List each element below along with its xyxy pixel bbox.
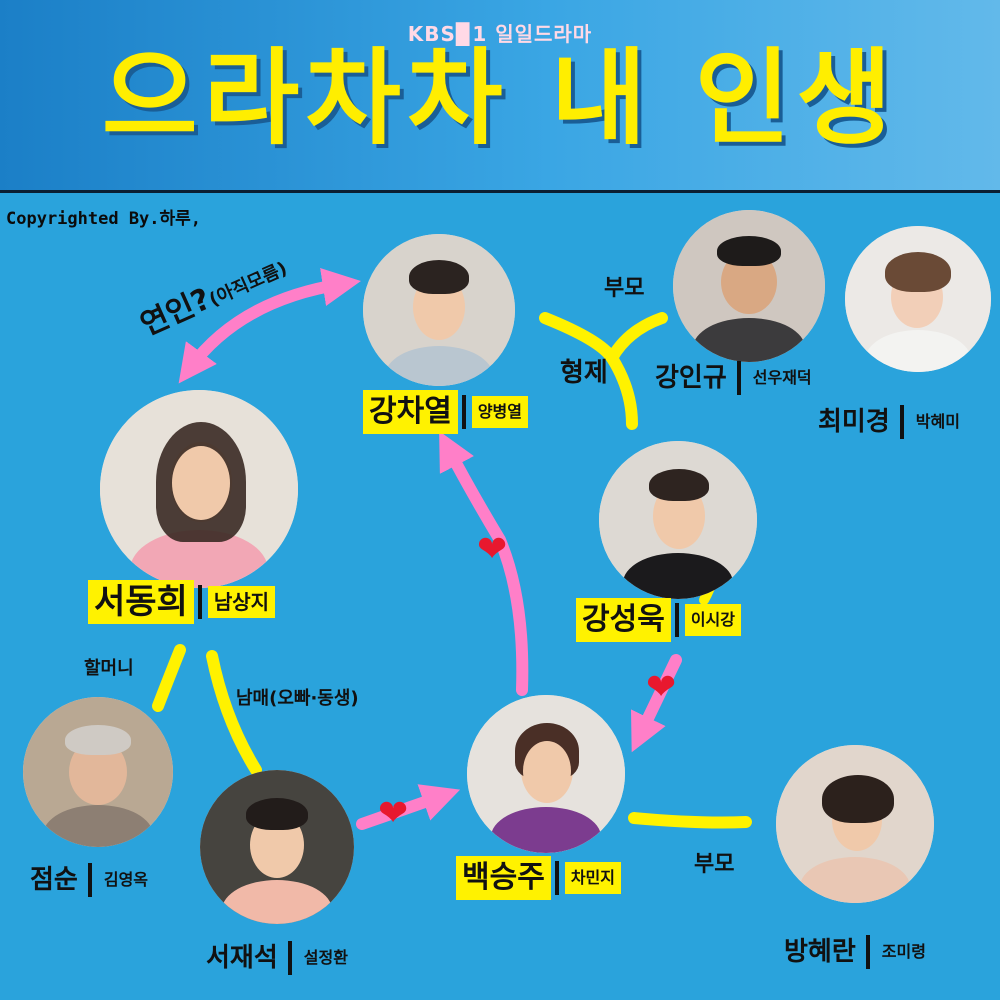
kang-chayeol-label: 강차열 양병열 [363,390,528,434]
heart-icon: ❤ [646,667,677,708]
grandmother-label: 할머니 [84,658,134,679]
network-label: KBS▉1 일일드라마 [407,22,593,46]
actor-name: 설정환 [303,948,348,967]
choi-migyeong-photo [845,226,991,372]
kang-ingyu-label: 강인규 선우재덕 [655,356,818,400]
kang-ingyu-photo [673,210,825,362]
header-divider [0,190,1000,193]
lover-arrow [178,268,361,384]
brother-sister-line [206,650,262,776]
bang-hyeran-label: 방혜란 조미령 [784,930,932,974]
jaeseok-to-baek-arrow [356,784,461,830]
character-name: 강성욱 [576,598,671,642]
character-name: 강인규 [655,363,727,393]
actor-name: 남상지 [207,586,276,618]
parents-bottom-label: 부모 [694,852,735,877]
jeomsun-photo [23,697,173,847]
character-name: 최미경 [818,407,890,437]
seo-jaeseok-label: 서재석 설정환 [206,936,354,980]
heart-icon: ❤ [477,529,508,570]
kang-seonguk-label: 강성욱 이시강 [576,598,741,642]
kang-seonguk-to-baek-arrow [630,654,682,753]
name-divider [87,863,92,897]
kang-chayeol-photo [363,234,515,386]
name-divider [674,603,679,637]
bang-hyeran-photo [776,745,934,903]
siblings-line [606,352,638,430]
name-divider [287,941,292,975]
character-name: 백승주 [456,856,551,900]
jeomsun-label: 점순 김영옥 [30,858,154,902]
seo-donghui-photo [100,390,298,588]
parents-bottom-line [628,812,752,829]
kang-seonguk-photo [599,441,757,599]
name-divider [899,405,904,439]
actor-name: 조미령 [881,942,926,961]
character-name: 강차열 [363,390,458,434]
header-banner: KBS▉1 일일드라마 으라차차 내 인생 [0,0,1000,193]
actor-name: 이시강 [684,604,741,636]
character-name: 점순 [30,865,78,895]
parents-top-label: 부모 [604,276,645,301]
heart-icon: ❤ [378,793,409,834]
actor-name: 박혜미 [915,412,960,431]
seo-donghui-label: 서동희 남상지 [88,580,276,624]
baek-seungju-photo [467,695,625,853]
credit-text: Copyrighted By.하루, [6,209,202,229]
choi-migyeong-label: 최미경 박혜미 [818,400,966,444]
baek-to-kang-chayeol-arrow [439,430,529,696]
seo-jaeseok-photo [200,770,354,924]
actor-name: 선우재덕 [752,368,812,387]
character-name: 방혜란 [784,937,856,967]
name-divider [554,861,559,895]
actor-name: 차민지 [564,862,621,894]
name-divider [736,361,741,395]
character-name: 서동희 [88,580,194,624]
baek-seungju-label: 백승주 차민지 [456,856,621,900]
drama-title: 으라차차 내 인생 [101,37,899,159]
brother-sister-label: 남매(오빠·동생) [236,688,359,709]
siblings-label: 형제 [560,358,608,388]
actor-name: 양병열 [471,396,528,428]
character-name: 서재석 [206,943,278,973]
name-divider [461,395,466,429]
name-divider [865,935,870,969]
name-divider [197,585,202,619]
actor-name: 김영옥 [103,870,149,889]
